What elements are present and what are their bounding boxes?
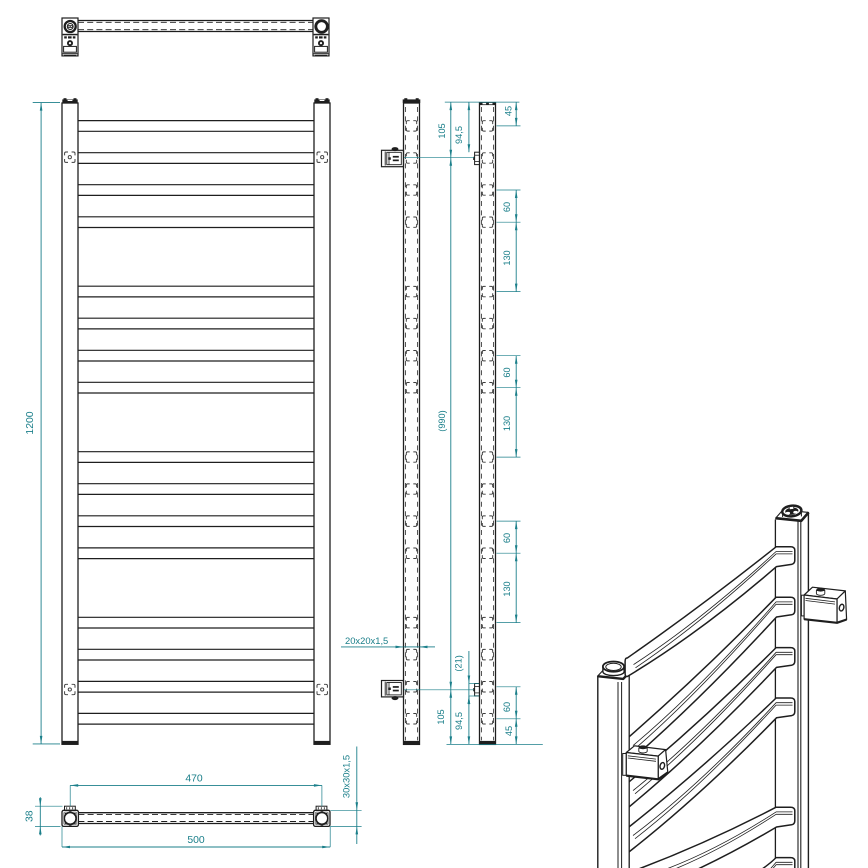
svg-text:500: 500 [187,835,205,846]
svg-text:45: 45 [504,726,514,736]
svg-text:(990): (990) [437,410,447,431]
svg-text:470: 470 [185,774,203,785]
svg-text:38: 38 [25,810,36,822]
svg-text:60: 60 [502,533,512,543]
svg-text:130: 130 [502,581,512,596]
svg-text:20x20x1,5: 20x20x1,5 [345,635,388,646]
svg-text:94,5: 94,5 [454,712,464,730]
svg-text:30x30x1,5: 30x30x1,5 [340,755,351,798]
svg-text:130: 130 [502,416,512,431]
svg-text:94,5: 94,5 [454,126,464,144]
svg-text:105: 105 [437,123,447,138]
svg-text:(21): (21) [454,655,464,671]
svg-text:130: 130 [502,250,512,265]
svg-text:1200: 1200 [25,411,36,434]
svg-text:60: 60 [502,202,512,212]
svg-text:60: 60 [502,367,512,377]
svg-text:45: 45 [504,106,514,116]
svg-text:105: 105 [436,709,446,724]
svg-text:60: 60 [502,702,512,712]
